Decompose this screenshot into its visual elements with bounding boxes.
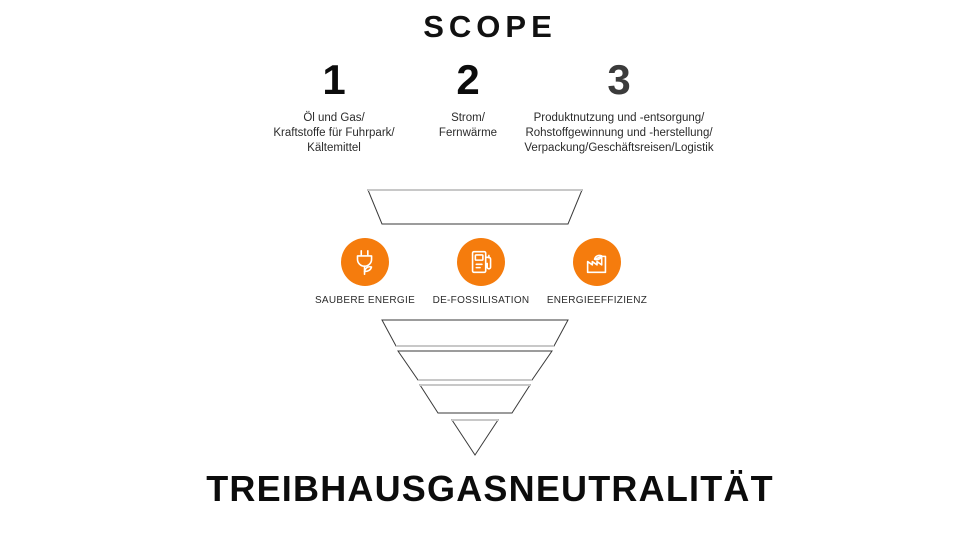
measure-item-saubere-energie[interactable]: SAUBERE ENERGIE — [300, 238, 430, 306]
measure-item-de-fossilisation[interactable]: DE-FOSSILISATION — [416, 238, 546, 306]
scope-number-3: 3 — [607, 56, 631, 103]
factory-leaf-icon — [573, 238, 621, 286]
measure-label: SAUBERE ENERGIE — [314, 295, 416, 306]
scope-description-line: Produktnutzung und -entsorgung/ — [533, 112, 705, 124]
scope-description-line: Kraftstoffe für Fuhrpark/ — [273, 127, 395, 139]
scope-description-line: Fernwärme — [438, 127, 498, 139]
funnel-lower-segments — [360, 318, 590, 458]
scope-number-2: 2 — [456, 56, 480, 103]
funnel-upper-segment — [360, 184, 590, 232]
scope-description-line: Verpackung/Geschäftsreisen/Logistik — [524, 142, 714, 154]
fuel-pump-icon — [457, 238, 505, 286]
scope-column-3: 3 Produktnutzung und -entsorgung/ Rohsto… — [505, 54, 733, 156]
funnel-lower-shape — [381, 319, 569, 456]
measure-label: ENERGIEEFFIZIENZ — [546, 295, 648, 306]
scope-description-line: Rohstoffgewinnung und -herstellung/ — [525, 127, 713, 139]
scope-number-1: 1 — [322, 56, 346, 103]
scope-description-line: Öl und Gas/ — [303, 112, 365, 124]
scope-description-2: Strom/ Fernwärme — [409, 111, 527, 141]
scope-columns: 1 Öl und Gas/ Kraftstoffe für Fuhrpark/ … — [0, 54, 980, 169]
scope-column-2: 2 Strom/ Fernwärme — [409, 54, 527, 141]
measure-item-energieeffizienz[interactable]: ENERGIEEFFIZIENZ — [532, 238, 662, 306]
page-title: SCOPE — [423, 9, 557, 44]
plug-leaf-icon — [341, 238, 389, 286]
scope-description-line: Strom/ — [451, 112, 485, 124]
scope-description-line: Kältemittel — [307, 142, 361, 154]
funnel-upper-shape — [367, 189, 583, 225]
scope-column-1: 1 Öl und Gas/ Kraftstoffe für Fuhrpark/ … — [245, 54, 423, 156]
scope-description-1: Öl und Gas/ Kraftstoffe für Fuhrpark/ Kä… — [245, 111, 423, 156]
headline: TREIBHAUSGASNEUTRALITÄT — [206, 468, 774, 509]
measures-row: SAUBERE ENERGIE DE-FOSSILISATION — [0, 238, 980, 314]
measure-label: DE-FOSSILISATION — [432, 295, 530, 306]
scope-description-3: Produktnutzung und -entsorgung/ Rohstoff… — [505, 111, 733, 156]
